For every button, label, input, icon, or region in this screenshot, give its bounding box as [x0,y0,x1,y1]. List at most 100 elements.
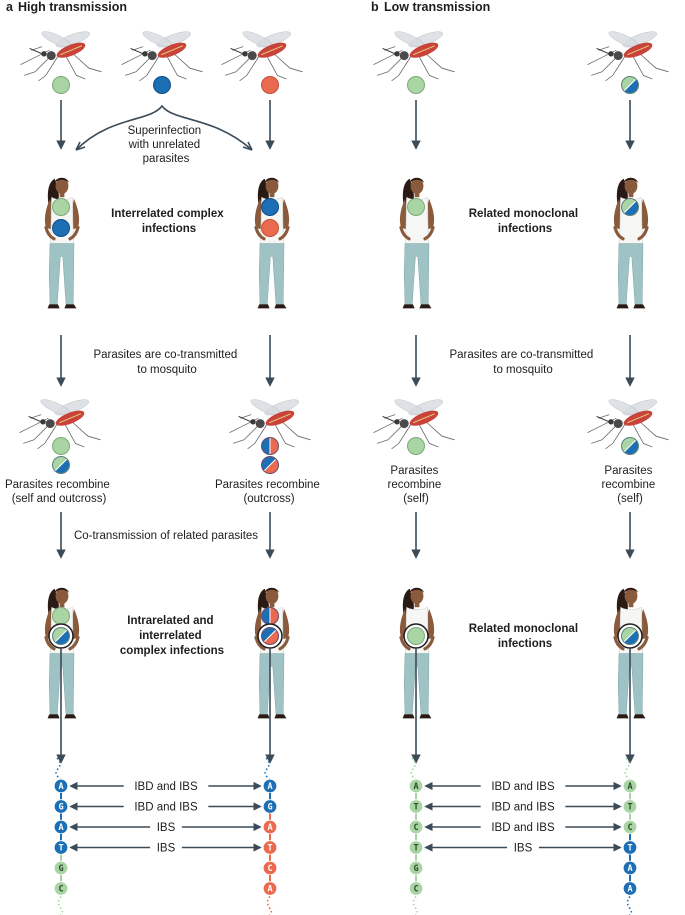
nucleotide-circle [408,778,424,794]
nucleotide-label: A [58,782,63,792]
parasite-green-icon [407,198,425,216]
intrarelated-label: Intrarelated and interrelated complex in… [120,615,224,657]
panel-b: b Low transmission Related monoclonal in… [371,0,670,764]
nucleotide-label: T [58,844,63,854]
nucleotide-circle [53,819,69,835]
nucleotide-label: G [267,803,272,813]
parasite-blue-icon [52,219,70,237]
comparison-label: IBD and IBS [491,781,555,793]
parasite-green-blue-icon [621,76,639,94]
panel-a-title: High transmission [18,0,127,14]
parasite-green-blue-icon [52,627,70,645]
parasite-red-icon [261,76,279,94]
parasite-green-icon [407,627,425,645]
nucleotide-circle [408,819,424,835]
parasite-green-blue-icon [621,198,639,216]
nucleotide-circle [408,860,424,876]
woman-host-icon [611,585,651,721]
nucleotide-label: C [267,864,272,874]
mosquito-icon [587,27,670,82]
cotransmission-related-label: Co-transmission of related parasites [74,530,258,542]
parasite-red-blue-icon [261,627,279,645]
nucleotide-circle [262,819,278,835]
nucleotide-label: T [267,844,272,854]
nucleotide-circle [53,778,69,794]
comparison-label: IBS [514,843,533,855]
comparison-label: IBD and IBS [491,802,555,814]
parasite-blue-icon [153,76,171,94]
nucleotide-label: T [413,844,418,854]
nucleotide-circle [53,840,69,855]
nucleotide-label: G [58,803,63,813]
nucleotide-circle [622,840,638,855]
interrelated-complex-label: Interrelated complex infections [111,208,227,235]
arrow-head [242,141,253,151]
nucleotide-label: T [413,803,418,813]
related-monoclonal-label-2: Related monoclonal infections [469,623,581,650]
related-monoclonal-label-1: Related monoclonal infections [469,208,581,235]
nucleotide-label: A [627,864,632,874]
nucleotide-label: G [58,864,63,874]
parasite-green-icon [52,76,70,94]
nucleotide-label: A [627,885,632,895]
parasite-red-icon [261,219,279,237]
nucleotide-label: G [413,864,418,874]
nucleotide-label: A [267,782,272,792]
nucleotide-circle [622,860,638,876]
recombine-label-a-right: Parasites recombine (outcross) [215,479,323,505]
woman-host-icon [42,175,82,311]
strand-continuation [55,757,62,781]
comparison-label: IBD and IBS [491,822,555,834]
nucleotide-label: A [413,782,418,792]
strand-continuation [57,895,64,915]
comparison-label: IBD and IBS [134,802,198,814]
parasite-green-icon [52,198,70,216]
strand-continuation [410,757,417,781]
nucleotide-circle [53,799,69,814]
cotransmit-label-a: Parasites are co-transmitted to mosquito [93,349,240,376]
mosquito-icon [20,27,103,82]
comparison-label: IBD and IBS [134,781,198,793]
nucleotide-label: A [58,823,63,833]
parasite-blue-red-icon [261,437,279,455]
nucleotide-circle [262,840,278,855]
superinfection-brace [75,104,253,151]
cotransmit-label-b: Parasites are co-transmitted to mosquito [449,349,596,376]
parasite-green-icon [52,437,70,455]
nucleotide-label: T [627,844,632,854]
parasite-green-icon [407,437,425,455]
parasite-blue-icon [261,198,279,216]
nucleotide-circle [262,799,278,814]
parasite-green-blue-icon [621,627,639,645]
woman-host-icon [611,175,651,311]
parasite-green-icon [407,76,425,94]
strand-continuation [624,757,631,781]
nucleotide-circle [622,819,638,835]
parasite-red-blue-icon [261,456,279,474]
nucleotide-circle [408,840,424,855]
nucleotide-circle [408,881,424,896]
strand-continuation [264,757,271,781]
mosquito-icon [121,27,204,82]
nucleotide-label: C [627,823,632,833]
recombine-label-b-right: Parasites recombine (self) [602,465,659,505]
parasite-green-icon [52,607,70,625]
woman-host-icon [397,175,437,311]
strand-continuation [266,895,273,915]
woman-host-icon [252,175,292,311]
recombine-label-a-left: Parasites recombine (self and outcross) [5,479,113,505]
comparison-label: IBS [157,843,176,855]
woman-host-icon [397,585,437,721]
nucleotide-label: C [58,885,63,895]
nucleotide-circle [53,860,69,876]
nucleotide-circle [262,778,278,794]
comparison-label: IBS [157,822,176,834]
mosquito-icon [221,27,304,82]
arrow-head [75,141,86,151]
nucleotide-circle [622,799,638,814]
